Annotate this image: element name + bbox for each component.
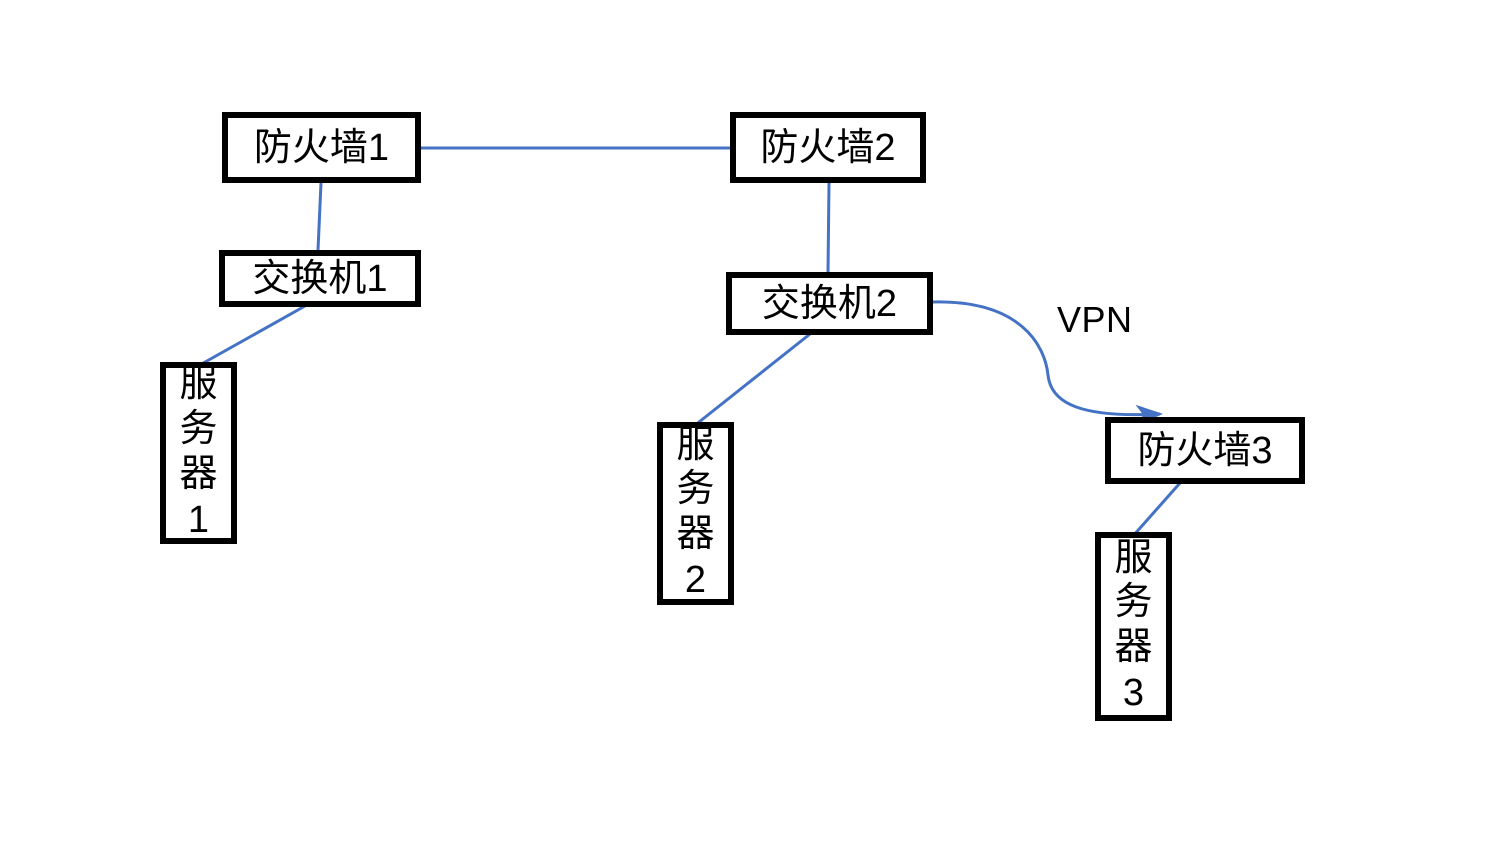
node-switch-2[interactable]: 交换机2 bbox=[726, 272, 933, 335]
connector-switch2-server2 bbox=[693, 332, 811, 428]
node-server-1-number: 1 bbox=[187, 498, 210, 541]
node-server-3-char-1: 服 bbox=[1114, 536, 1153, 579]
node-server-3-char-2: 务 bbox=[1114, 581, 1153, 624]
connector-firewall2-switch2 bbox=[826, 182, 831, 273]
node-server-2-char-1: 服 bbox=[676, 423, 715, 466]
node-server-2[interactable]: 服 务 器 2 bbox=[657, 422, 734, 605]
connector-label-vpn: VPN bbox=[1057, 299, 1133, 340]
node-server-2-char-2: 务 bbox=[676, 468, 715, 511]
node-server-1-char-1: 服 bbox=[179, 363, 218, 406]
node-firewall-1-label: 防火墙1 bbox=[253, 126, 390, 169]
node-server-3-number: 3 bbox=[1122, 672, 1145, 714]
node-server-1-char-2: 务 bbox=[179, 407, 218, 450]
node-server-1-char-3: 器 bbox=[179, 452, 218, 495]
connector-firewall3-server3 bbox=[1131, 482, 1182, 537]
node-firewall-3[interactable]: 防火墙3 bbox=[1105, 417, 1305, 484]
node-switch-1-label: 交换机1 bbox=[252, 257, 388, 300]
node-firewall-3-label: 防火墙3 bbox=[1137, 429, 1273, 472]
connector-switch1-server1 bbox=[197, 304, 306, 368]
node-server-3[interactable]: 服 务 器 3 bbox=[1095, 532, 1172, 721]
node-firewall-2-label: 防火墙2 bbox=[760, 126, 896, 169]
node-firewall-1[interactable]: 防火墙1 bbox=[222, 112, 421, 183]
node-switch-2-label: 交换机2 bbox=[761, 282, 898, 325]
node-server-2-char-3: 器 bbox=[676, 513, 715, 556]
node-server-1[interactable]: 服 务 器 1 bbox=[160, 362, 237, 544]
node-server-2-number: 2 bbox=[684, 559, 707, 601]
node-server-3-char-3: 器 bbox=[1114, 626, 1153, 669]
connector-firewall1-switch1 bbox=[316, 182, 323, 251]
node-switch-1[interactable]: 交换机1 bbox=[219, 250, 421, 307]
node-firewall-2[interactable]: 防火墙2 bbox=[730, 112, 926, 183]
